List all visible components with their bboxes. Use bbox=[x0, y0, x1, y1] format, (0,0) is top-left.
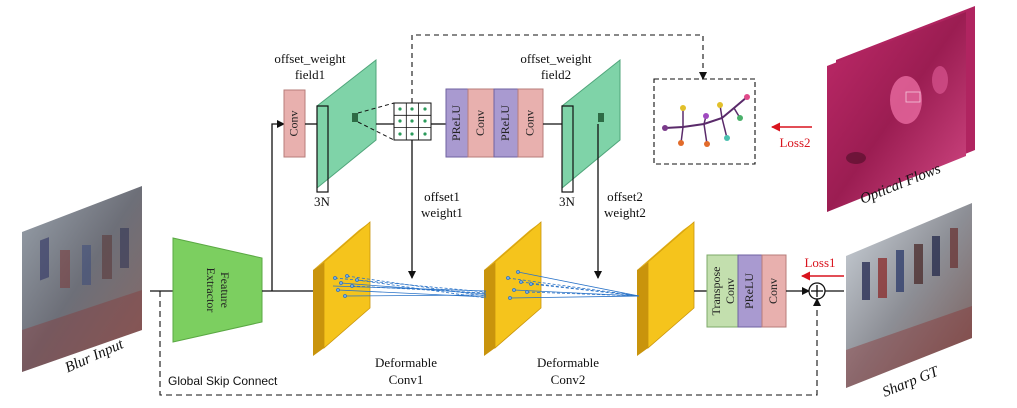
feature-map-1 bbox=[313, 221, 371, 356]
deform-sampling-lines-2 bbox=[506, 270, 640, 300]
deformable-conv1-label-2: Conv1 bbox=[389, 372, 424, 387]
weight1-label: weight1 bbox=[421, 205, 463, 220]
field2-label-2: field2 bbox=[541, 67, 571, 82]
svg-text:Transpose: Transpose bbox=[709, 267, 723, 316]
transpose-conv-block: Transpose Conv bbox=[706, 254, 739, 328]
feature-map-3 bbox=[637, 221, 695, 356]
sharp-gt-image-icon bbox=[846, 203, 972, 388]
deformable-conv2-label-1: Deformable bbox=[537, 355, 599, 370]
offset-weight-field2 bbox=[561, 58, 621, 193]
offset-weight-field1 bbox=[316, 58, 377, 193]
svg-text:Conv: Conv bbox=[723, 278, 737, 304]
global-skip-label: Global Skip Connect bbox=[168, 374, 278, 388]
loss1-label: Loss1 bbox=[804, 255, 835, 270]
feature-extractor-label-1: Feature bbox=[218, 272, 232, 308]
field2-3n-label: 3N bbox=[559, 194, 576, 209]
conv-block-b: Conv bbox=[467, 88, 495, 158]
global-skip-connect-path bbox=[159, 291, 821, 396]
field1-label-2: field1 bbox=[295, 67, 325, 82]
svg-text:PReLU: PReLU bbox=[449, 105, 463, 141]
conv-block-c: Conv bbox=[517, 88, 544, 158]
field2-label-1: offset_weight bbox=[520, 51, 592, 66]
loss2-label: Loss2 bbox=[779, 135, 810, 150]
field1-label-1: offset_weight bbox=[274, 51, 346, 66]
conv-block-a: Conv bbox=[283, 89, 306, 158]
blur-input-image-icon bbox=[22, 186, 142, 372]
field1-3n-label: 3N bbox=[314, 194, 331, 209]
offset-graph-icon bbox=[653, 78, 756, 165]
prelu-block-2: PReLU bbox=[493, 88, 519, 158]
feature-extractor-label-2: Extractor bbox=[204, 268, 218, 313]
sum-operator-icon bbox=[808, 282, 826, 300]
deform-sampling-lines-1 bbox=[332, 274, 487, 299]
feature-extractor-block: Feature Extractor bbox=[172, 237, 263, 343]
weight2-label: weight2 bbox=[604, 205, 646, 220]
optical-flow-image-icon bbox=[827, 6, 975, 212]
svg-text:Conv: Conv bbox=[766, 278, 780, 304]
svg-text:Conv: Conv bbox=[473, 110, 487, 136]
branch-to-conv-line bbox=[271, 120, 285, 291]
deformable-conv1-label-1: Deformable bbox=[375, 355, 437, 370]
prelu-block-1: PReLU bbox=[445, 88, 469, 158]
svg-text:Conv: Conv bbox=[522, 110, 536, 136]
deformable-conv2-label-2: Conv2 bbox=[551, 372, 586, 387]
conv-block-d: Conv bbox=[761, 254, 787, 328]
svg-text:PReLU: PReLU bbox=[742, 273, 756, 309]
offset1-label: offset1 bbox=[424, 189, 460, 204]
prelu-block-3: PReLU bbox=[737, 254, 763, 328]
offset2-label: offset2 bbox=[607, 189, 643, 204]
dashed-path-to-graph bbox=[411, 34, 707, 103]
svg-text:Conv: Conv bbox=[286, 110, 300, 136]
kernel-grid-icon bbox=[393, 102, 432, 141]
feature-map-2 bbox=[484, 221, 542, 356]
svg-text:PReLU: PReLU bbox=[498, 105, 512, 141]
